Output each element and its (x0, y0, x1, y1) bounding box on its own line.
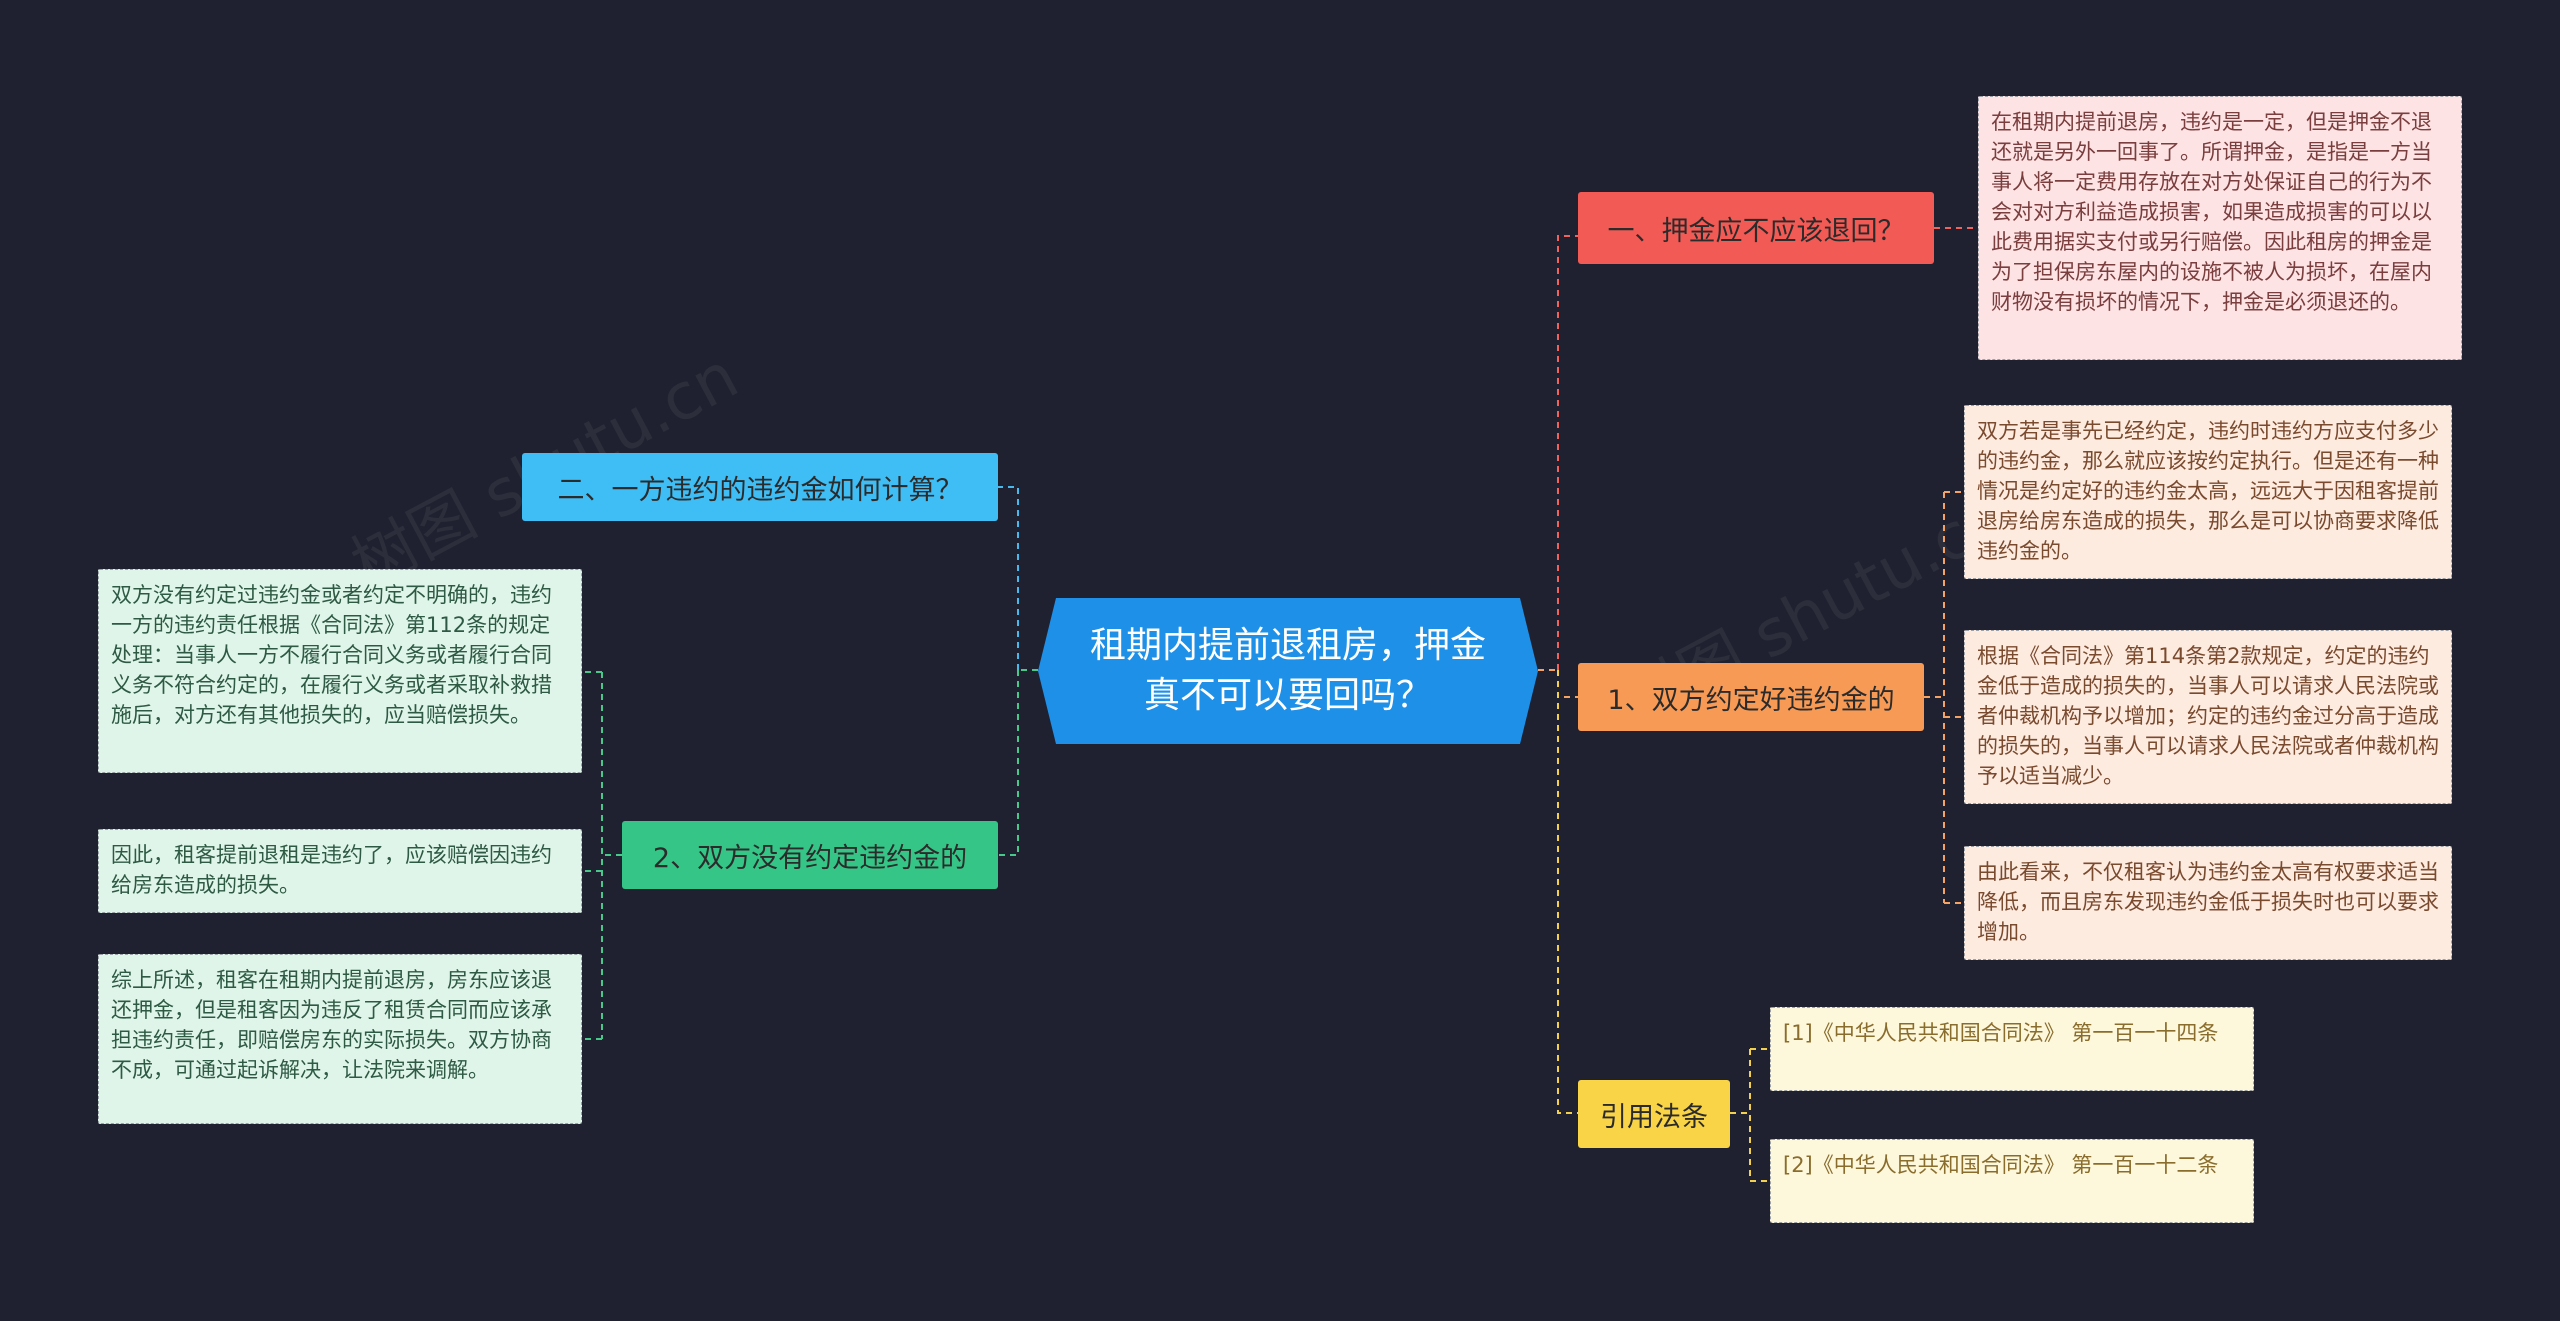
leaf-not-agreed-1: 双方没有约定过违约金或者约定不明确的，违约一方的违约责任根据《合同法》第112条… (98, 569, 582, 773)
leaf-deposit: 在租期内提前退房，违约是一定，但是押金不退还就是另外一回事了。所谓押金，是指是一… (1978, 96, 2462, 360)
leaf-law-1-text: [1]《中华人民共和国合同法》 第一百一十四条 (1783, 1021, 2219, 1045)
branch-agreed[interactable]: 1、双方约定好违约金的 (1578, 663, 1924, 731)
leaf-agreed-1: 双方若是事先已经约定，违约时违约方应支付多少的违约金，那么就应该按约定执行。但是… (1964, 405, 2452, 579)
branch-not-agreed[interactable]: 2、双方没有约定违约金的 (622, 821, 998, 889)
leaf-deposit-text: 在租期内提前退房，违约是一定，但是押金不退还就是另外一回事了。所谓押金，是指是一… (1991, 110, 2432, 314)
branch-deposit-label: 一、押金应不应该退回？ (1607, 215, 1905, 247)
connector-laws-leaves (1730, 1048, 1770, 1182)
branch-calc-label: 二、一方违约的违约金如何计算？ (557, 474, 963, 506)
leaf-not-agreed-1-text: 双方没有约定过违约金或者约定不明确的，违约一方的违约责任根据《合同法》第112条… (111, 583, 552, 727)
connector-calc (998, 486, 1019, 670)
branch-calc[interactable]: 二、一方违约的违约金如何计算？ (522, 453, 998, 521)
leaf-agreed-2-text: 根据《合同法》第114条第2款规定，约定的违约金低于造成的损失的，当事人可以请求… (1977, 644, 2439, 788)
leaf-agreed-3-text: 由此看来，不仅租客认为违约金太高有权要求适当降低，而且房东发现违约金低于损失时也… (1977, 860, 2439, 944)
branch-deposit[interactable]: 一、押金应不应该退回？ (1578, 192, 1934, 264)
leaf-law-1[interactable]: [1]《中华人民共和国合同法》 第一百一十四条 (1770, 1007, 2254, 1091)
connector-deposit (1557, 235, 1578, 670)
leaf-not-agreed-3: 综上所述，租客在租期内提前退房，房东应该退还押金，但是租客因为违反了租赁合同而应… (98, 954, 582, 1124)
leaf-law-2[interactable]: [2]《中华人民共和国合同法》 第一百一十二条 (1770, 1139, 2254, 1223)
root-topic[interactable]: 租期内提前退租房，押金真不可以要回吗？ (1038, 598, 1538, 744)
leaf-agreed-1-text: 双方若是事先已经约定，违约时违约方应支付多少的违约金，那么就应该按约定执行。但是… (1977, 419, 2439, 563)
connector-agreed (1557, 670, 1578, 698)
connector-not-agreed (998, 670, 1019, 856)
branch-agreed-label: 1、双方约定好违约金的 (1607, 684, 1895, 716)
leaf-not-agreed-3-text: 综上所述，租客在租期内提前退房，房东应该退还押金，但是租客因为违反了租赁合同而应… (111, 968, 552, 1082)
branch-not-agreed-label: 2、双方没有约定违约金的 (652, 842, 968, 874)
connector-agreed-leaves (1924, 491, 1964, 904)
leaf-not-agreed-2: 因此，租客提前退租是违约了，应该赔偿因违约给房东造成的损失。 (98, 829, 582, 913)
leaf-not-agreed-2-text: 因此，租客提前退租是违约了，应该赔偿因违约给房东造成的损失。 (111, 843, 552, 897)
connector-not-agreed-leaves (582, 671, 622, 1040)
leaf-agreed-2: 根据《合同法》第114条第2款规定，约定的违约金低于造成的损失的，当事人可以请求… (1964, 630, 2452, 804)
branch-laws-label: 引用法条 (1600, 1101, 1708, 1133)
connector-laws (1557, 670, 1578, 1114)
branch-laws[interactable]: 引用法条 (1578, 1080, 1730, 1148)
leaf-agreed-3: 由此看来，不仅租客认为违约金太高有权要求适当降低，而且房东发现违约金低于损失时也… (1964, 846, 2452, 960)
root-topic-label: 租期内提前退租房，押金真不可以要回吗？ (1089, 625, 1486, 716)
leaf-law-2-text: [2]《中华人民共和国合同法》 第一百一十二条 (1783, 1153, 2219, 1177)
root-shape (1038, 598, 1538, 744)
